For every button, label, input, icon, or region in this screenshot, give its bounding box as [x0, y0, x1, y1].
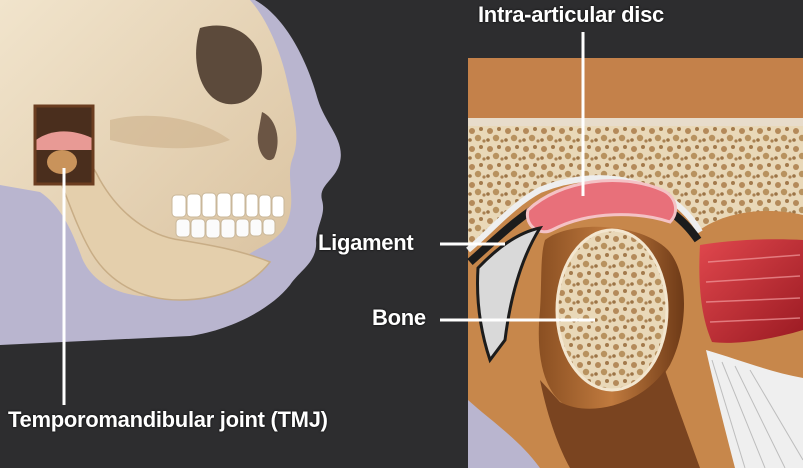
label-intra-articular-disc: Intra-articular disc [478, 2, 664, 28]
condyle-spongy-bone [557, 230, 667, 390]
upper-teeth [172, 193, 284, 217]
label-tmj: Temporomandibular joint (TMJ) [8, 407, 328, 433]
lower-teeth [176, 219, 275, 238]
muscle [699, 239, 803, 343]
cross-section-panel [440, 32, 803, 468]
label-bone: Bone [372, 305, 426, 331]
label-ligament: Ligament [318, 230, 413, 256]
skull-panel [0, 0, 341, 405]
